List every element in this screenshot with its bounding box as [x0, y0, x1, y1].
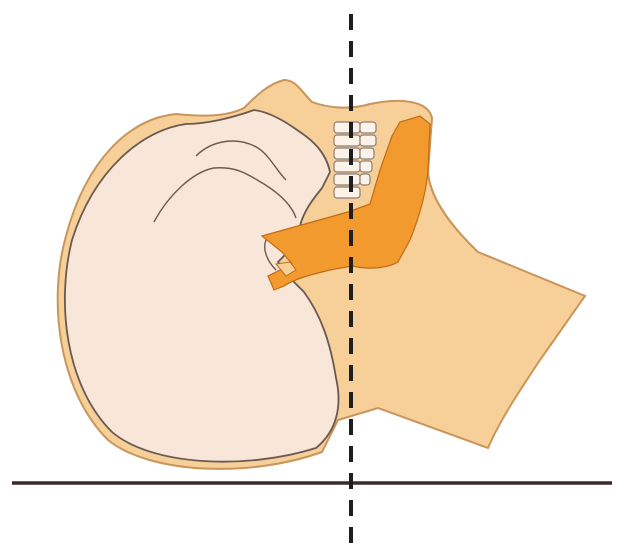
vertebra: [334, 161, 360, 172]
vertebra-process: [360, 174, 370, 185]
vertebra-process: [360, 161, 372, 172]
vertebra: [334, 148, 360, 159]
vertebra: [334, 174, 360, 185]
vertebra: [334, 135, 360, 146]
vertebra: [334, 122, 360, 133]
vertebra-process: [360, 148, 374, 159]
vertebra-process: [360, 122, 376, 133]
vertebra-process: [360, 135, 376, 146]
vertebra: [334, 187, 360, 198]
